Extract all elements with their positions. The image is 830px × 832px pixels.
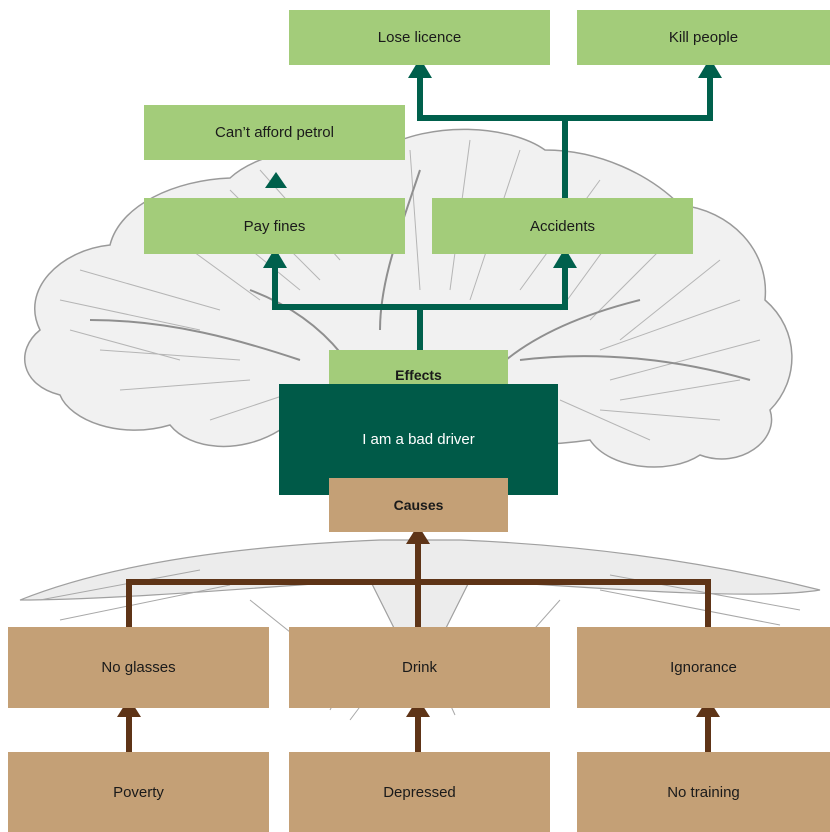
effect-pay-fines: Pay fines <box>144 198 405 254</box>
effect-cant-afford-petrol: Can’t afford petrol <box>144 105 405 160</box>
arrowhead-to-cant-afford-petrol <box>265 172 287 188</box>
effect-lose-licence: Lose licence <box>289 10 550 65</box>
cause-ignorance: Ignorance <box>577 627 830 708</box>
causes-heading: Causes <box>329 478 508 532</box>
effect-pay-fines-label: Pay fines <box>243 217 306 235</box>
arrowhead-to-causes <box>406 525 430 544</box>
root-cause-no-training: No training <box>577 752 830 832</box>
cause-no-glasses: No glasses <box>8 627 269 708</box>
effect-kill-people: Kill people <box>577 10 830 65</box>
effect-accidents-label: Accidents <box>529 217 596 235</box>
effects-heading-label: Effects <box>395 367 442 383</box>
effect-connectors <box>272 75 713 350</box>
cause-drink-label: Drink <box>401 659 437 676</box>
effect-arrowheads <box>263 58 722 268</box>
cause-drink: Drink <box>289 627 550 708</box>
effect-accidents: Accidents <box>432 198 693 254</box>
causes-heading-label: Causes <box>393 497 444 513</box>
cause-no-glasses-label: No glasses <box>101 659 176 676</box>
arrowhead-to-pay-fines <box>263 248 287 268</box>
root-cause-poverty-label: Poverty <box>113 783 164 801</box>
arrowhead-to-lose-licence <box>408 58 432 78</box>
effect-kill-people-label: Kill people <box>668 29 739 46</box>
core-problem-label: I am a bad driver <box>362 431 475 448</box>
core-problem-box: I am a bad driver <box>279 384 558 495</box>
arrowhead-to-accidents <box>553 248 577 268</box>
root-cause-no-training-label: No training <box>667 783 740 801</box>
root-cause-depressed-label: Depressed <box>383 783 456 801</box>
effect-cant-afford-petrol-label: Can’t afford petrol <box>215 124 334 141</box>
effect-lose-licence-label: Lose licence <box>377 29 462 46</box>
root-cause-depressed: Depressed <box>289 752 550 832</box>
cause-ignorance-label: Ignorance <box>670 659 737 676</box>
cause-connectors <box>126 538 711 752</box>
root-cause-poverty: Poverty <box>8 752 269 832</box>
arrowhead-to-kill-people <box>698 58 722 78</box>
